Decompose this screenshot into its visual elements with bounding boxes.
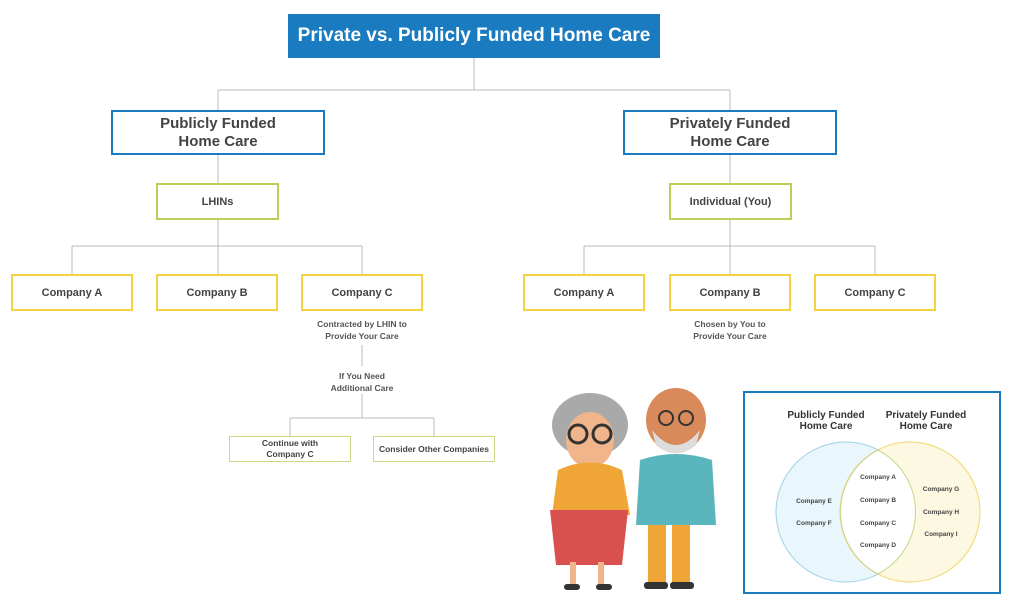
venn-company-b: Company B — [859, 497, 897, 504]
venn-company-h: Company H — [922, 509, 960, 516]
note-line: Additional Care — [330, 383, 394, 393]
note-line: Provide Your Care — [325, 331, 399, 341]
heading-line: Home Care — [899, 421, 953, 432]
option-line: Company C — [266, 449, 314, 459]
venn-company-e: Company E — [796, 498, 832, 505]
public-funded-box: Publicly Funded Home Care — [111, 110, 325, 155]
private-company-c: Company C — [814, 274, 936, 311]
private-label-line1: Privately Funded — [669, 114, 791, 132]
venn-company-d: Company D — [859, 542, 897, 549]
public-label-line2: Home Care — [178, 132, 258, 150]
note-line: If You Need — [339, 371, 385, 381]
grandfather-figure — [636, 388, 716, 589]
public-company-c: Company C — [301, 274, 423, 311]
heading-line: Publicly Funded — [787, 410, 865, 421]
venn-company-a: Company A — [860, 474, 896, 481]
private-company-b: Company B — [669, 274, 791, 311]
venn-panel — [743, 391, 1001, 594]
venn-company-i: Company I — [924, 531, 958, 538]
grandmother-figure — [550, 393, 630, 590]
private-funded-box: Privately Funded Home Care — [623, 110, 837, 155]
venn-company-g: Company G — [922, 486, 960, 493]
private-label-line2: Home Care — [690, 132, 770, 150]
public-company-a: Company A — [11, 274, 133, 311]
private-company-a: Company A — [523, 274, 645, 311]
option-line: Continue with — [261, 438, 319, 448]
lhins-box: LHINs — [156, 183, 279, 220]
venn-company-f: Company F — [796, 520, 832, 527]
note-line: Provide Your Care — [693, 331, 767, 341]
heading-line: Privately Funded — [885, 410, 967, 421]
public-company-b: Company B — [156, 274, 278, 311]
chosen-note: Chosen by You to Provide Your Care — [660, 318, 800, 342]
public-label-line1: Publicly Funded — [160, 114, 276, 132]
other-companies-box: Consider Other Companies — [373, 436, 495, 462]
venn-company-c: Company C — [859, 520, 897, 527]
lhin-contract-note: Contracted by LHIN to Provide Your Care — [292, 318, 432, 342]
heading-line: Home Care — [799, 421, 853, 432]
note-line: Contracted by LHIN to — [317, 319, 407, 329]
note-line: Chosen by You to — [694, 319, 766, 329]
diagram-title: Private vs. Publicly Funded Home Care — [288, 14, 660, 58]
individual-box: Individual (You) — [669, 183, 792, 220]
